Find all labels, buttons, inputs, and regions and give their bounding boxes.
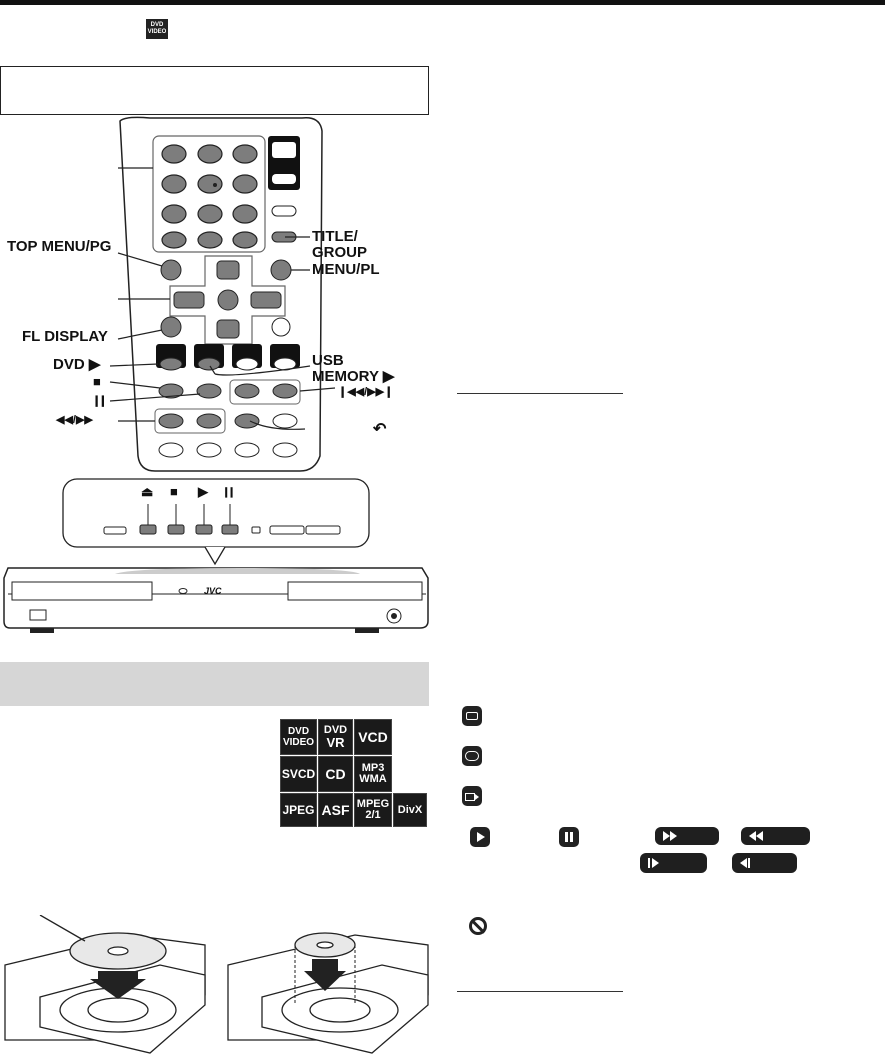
badge-vcd: VCD [354, 719, 392, 755]
stop-panel-symbol: ■ [170, 484, 178, 499]
play-panel-symbol: ▶ [198, 484, 208, 499]
return-symbol: ↶ [373, 421, 387, 438]
angle-icon [462, 786, 482, 806]
remote-illustration [3, 116, 429, 633]
badge-svcd: SVCD [280, 756, 317, 792]
badge-asf: ASF [318, 793, 353, 827]
subtitle-icon [462, 706, 482, 726]
fl-display-label: FL DISPLAY [22, 328, 108, 345]
prohibited-icon [469, 917, 487, 935]
badge-jpeg: JPEG [280, 793, 317, 827]
section-heading-bar [0, 662, 429, 706]
top-rule [0, 0, 885, 5]
top-menu-pg-label: TOP MENU/PG [7, 238, 112, 255]
slow-reverse-icon [732, 853, 797, 873]
rewind-icon [741, 827, 810, 845]
title-group-label: TITLE/GROUP [312, 228, 368, 261]
pause-panel-symbol: ❙❙ [222, 487, 236, 498]
fast-forward-icon [655, 827, 719, 845]
disc-loading-illustration [4, 915, 429, 1054]
play-icon [470, 827, 490, 847]
eject-symbol: ⏏ [141, 484, 154, 499]
badge-cd: CD [318, 756, 353, 792]
rew-ff-label: ◀◀/▶▶ [56, 414, 93, 426]
subsection-divider-1 [457, 393, 623, 394]
section-title-box [0, 66, 429, 115]
pause-icon [559, 827, 579, 847]
stop-symbol: ■ [93, 374, 101, 389]
dvd-play-label: DVD ▶ [53, 356, 101, 373]
jvc-logo: JVC [204, 586, 222, 596]
pause-symbol: ❙❙ [92, 395, 108, 407]
audio-icon [462, 746, 482, 766]
subsection-divider-2 [457, 991, 623, 992]
badge-divx: DivX [393, 793, 427, 827]
skip-label: ❙◀◀/▶▶❙ [338, 386, 394, 398]
menu-pl-label: MENU/PL [312, 261, 380, 278]
slow-forward-icon [640, 853, 707, 873]
